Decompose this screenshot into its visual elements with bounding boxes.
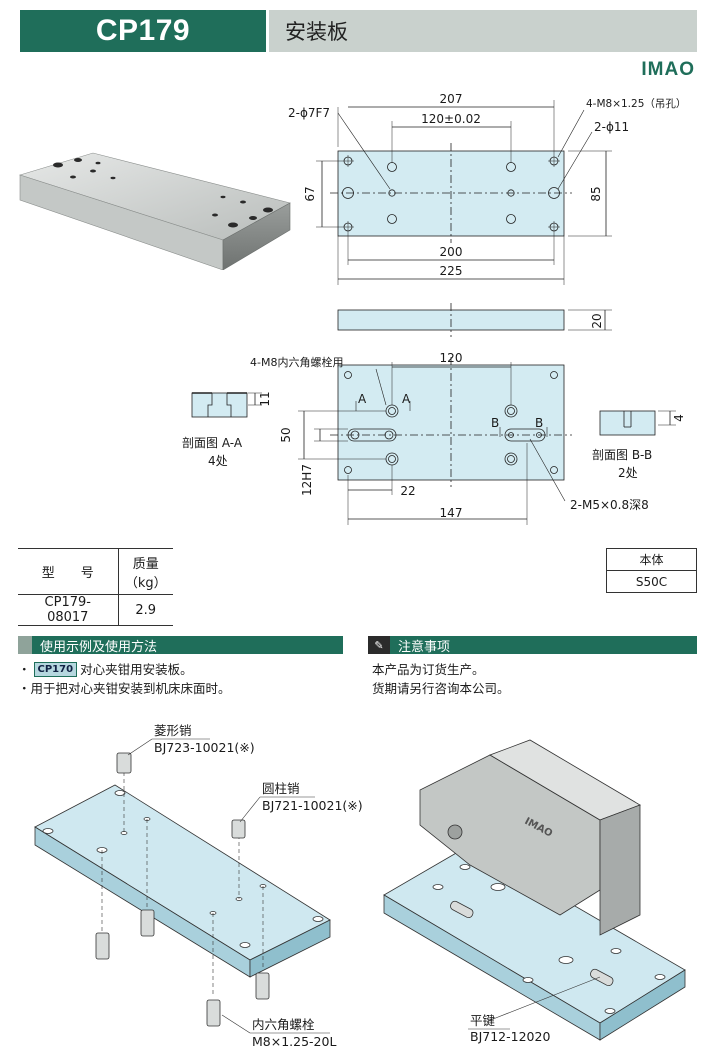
material-value: S50C — [606, 570, 697, 593]
spec-table: 型 号 质量 （kg） CP179-08017 2.9 — [18, 548, 173, 626]
product-title: 安装板 — [269, 10, 697, 52]
imao-logo: IMAO — [641, 59, 695, 78]
caution-notes: 本产品为订货生产。 货期请另行咨询本公司。 — [372, 662, 510, 696]
svg-text:A: A — [402, 392, 411, 406]
section-marker — [18, 636, 32, 654]
technical-drawing: 2-ϕ7F7 207 4-M8×1.25（吊孔） 120±0.02 2-ϕ11 … — [182, 92, 686, 525]
svg-text:120: 120 — [440, 351, 463, 365]
svg-text:67: 67 — [303, 186, 317, 201]
usage-line-2: ・用于把对心夹钳安装到机床床面时。 — [18, 681, 231, 696]
svg-text:147: 147 — [440, 506, 463, 520]
caution-section-header: ✎ 注意事项 — [368, 636, 697, 655]
label-section-aa: 剖面图 A-A — [182, 436, 243, 450]
usage-illustration: 菱形销 BJ723-10021(※) 圆柱销 BJ721-10021(※) 内六… — [34, 723, 686, 1049]
label-round-pin: 圆柱销 — [262, 781, 300, 796]
label-bolt: 内六角螺栓 — [252, 1017, 315, 1032]
svg-text:B: B — [491, 416, 499, 430]
material-header: 本体 — [606, 548, 697, 571]
label-section-bb: 剖面图 B-B — [592, 448, 652, 462]
svg-text:4处: 4处 — [208, 454, 228, 468]
label-hole-7f7: 2-ϕ7F7 — [288, 106, 330, 120]
svg-text:22: 22 — [400, 484, 415, 498]
svg-text:120±0.02: 120±0.02 — [421, 112, 481, 126]
section-bb-view — [599, 410, 656, 436]
svg-text:20: 20 — [590, 313, 604, 328]
label-bolt-use: 4-M8内六角螺栓用 — [250, 355, 343, 369]
usage-notes: ・ CP170 对心夹钳用安装板。 ・用于把对心夹钳安装到机床床面时。 — [18, 660, 231, 698]
label-hole-11: 2-ϕ11 — [594, 120, 629, 134]
page-header: CP179 安装板 — [20, 10, 697, 52]
svg-text:IMAO: IMAO — [641, 59, 695, 78]
svg-text:B: B — [535, 416, 543, 430]
svg-text:50: 50 — [279, 427, 293, 442]
svg-text:BJ712-12020: BJ712-12020 — [470, 1029, 550, 1044]
usage-line-1: ・ CP170 对心夹钳用安装板。 — [18, 662, 193, 677]
col-model: 型 号 — [18, 548, 119, 595]
label-m5: 2-M5×0.8深8 — [570, 498, 649, 512]
model-value: CP179-08017 — [18, 594, 119, 626]
svg-text:2处: 2处 — [618, 466, 638, 480]
svg-text:BJ723-10021(※): BJ723-10021(※) — [154, 740, 255, 755]
col-mass: 质量 （kg） — [118, 548, 173, 595]
label-m8-lift: 4-M8×1.25（吊孔） — [586, 97, 686, 110]
usage-section-header: 使用示例及使用方法 — [18, 636, 343, 655]
product-code: CP179 — [20, 10, 266, 52]
svg-text:M8×1.25-20L: M8×1.25-20L — [252, 1034, 336, 1049]
svg-text:200: 200 — [440, 245, 463, 259]
mass-value: 2.9 — [118, 594, 173, 626]
label-key: 平键 — [470, 1013, 496, 1028]
section-aa-view — [191, 392, 248, 418]
pencil-icon: ✎ — [368, 636, 390, 654]
material-table: 本体 S50C — [606, 548, 697, 593]
svg-text:4: 4 — [672, 414, 686, 422]
cp170-badge[interactable]: CP170 — [33, 662, 78, 677]
svg-text:207: 207 — [440, 92, 463, 106]
svg-text:BJ721-10021(※): BJ721-10021(※) — [262, 798, 363, 813]
svg-text:11: 11 — [258, 391, 272, 406]
svg-text:12H7: 12H7 — [300, 464, 314, 496]
svg-text:225: 225 — [440, 264, 463, 278]
svg-text:A: A — [358, 392, 367, 406]
label-diamond-pin: 菱形销 — [154, 723, 192, 738]
svg-text:85: 85 — [589, 186, 603, 201]
plate-photo — [18, 152, 291, 270]
